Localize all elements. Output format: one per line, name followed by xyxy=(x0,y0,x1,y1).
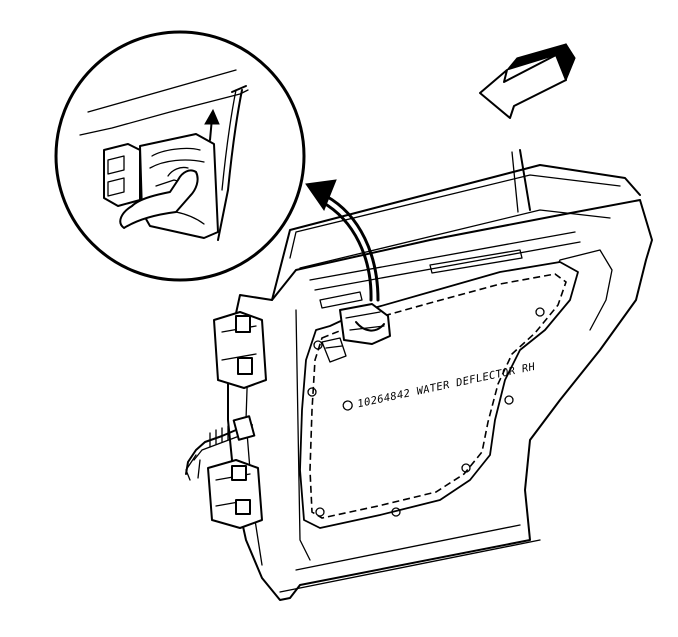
detail-magnifier xyxy=(54,30,306,282)
direction-arrow xyxy=(479,43,576,119)
wiring-harness xyxy=(185,415,256,481)
lower-hinge xyxy=(207,459,263,529)
upper-hinge xyxy=(213,311,267,389)
door-handle-area xyxy=(321,303,391,363)
water-deflector xyxy=(299,261,579,529)
callout-arrow xyxy=(305,179,380,302)
